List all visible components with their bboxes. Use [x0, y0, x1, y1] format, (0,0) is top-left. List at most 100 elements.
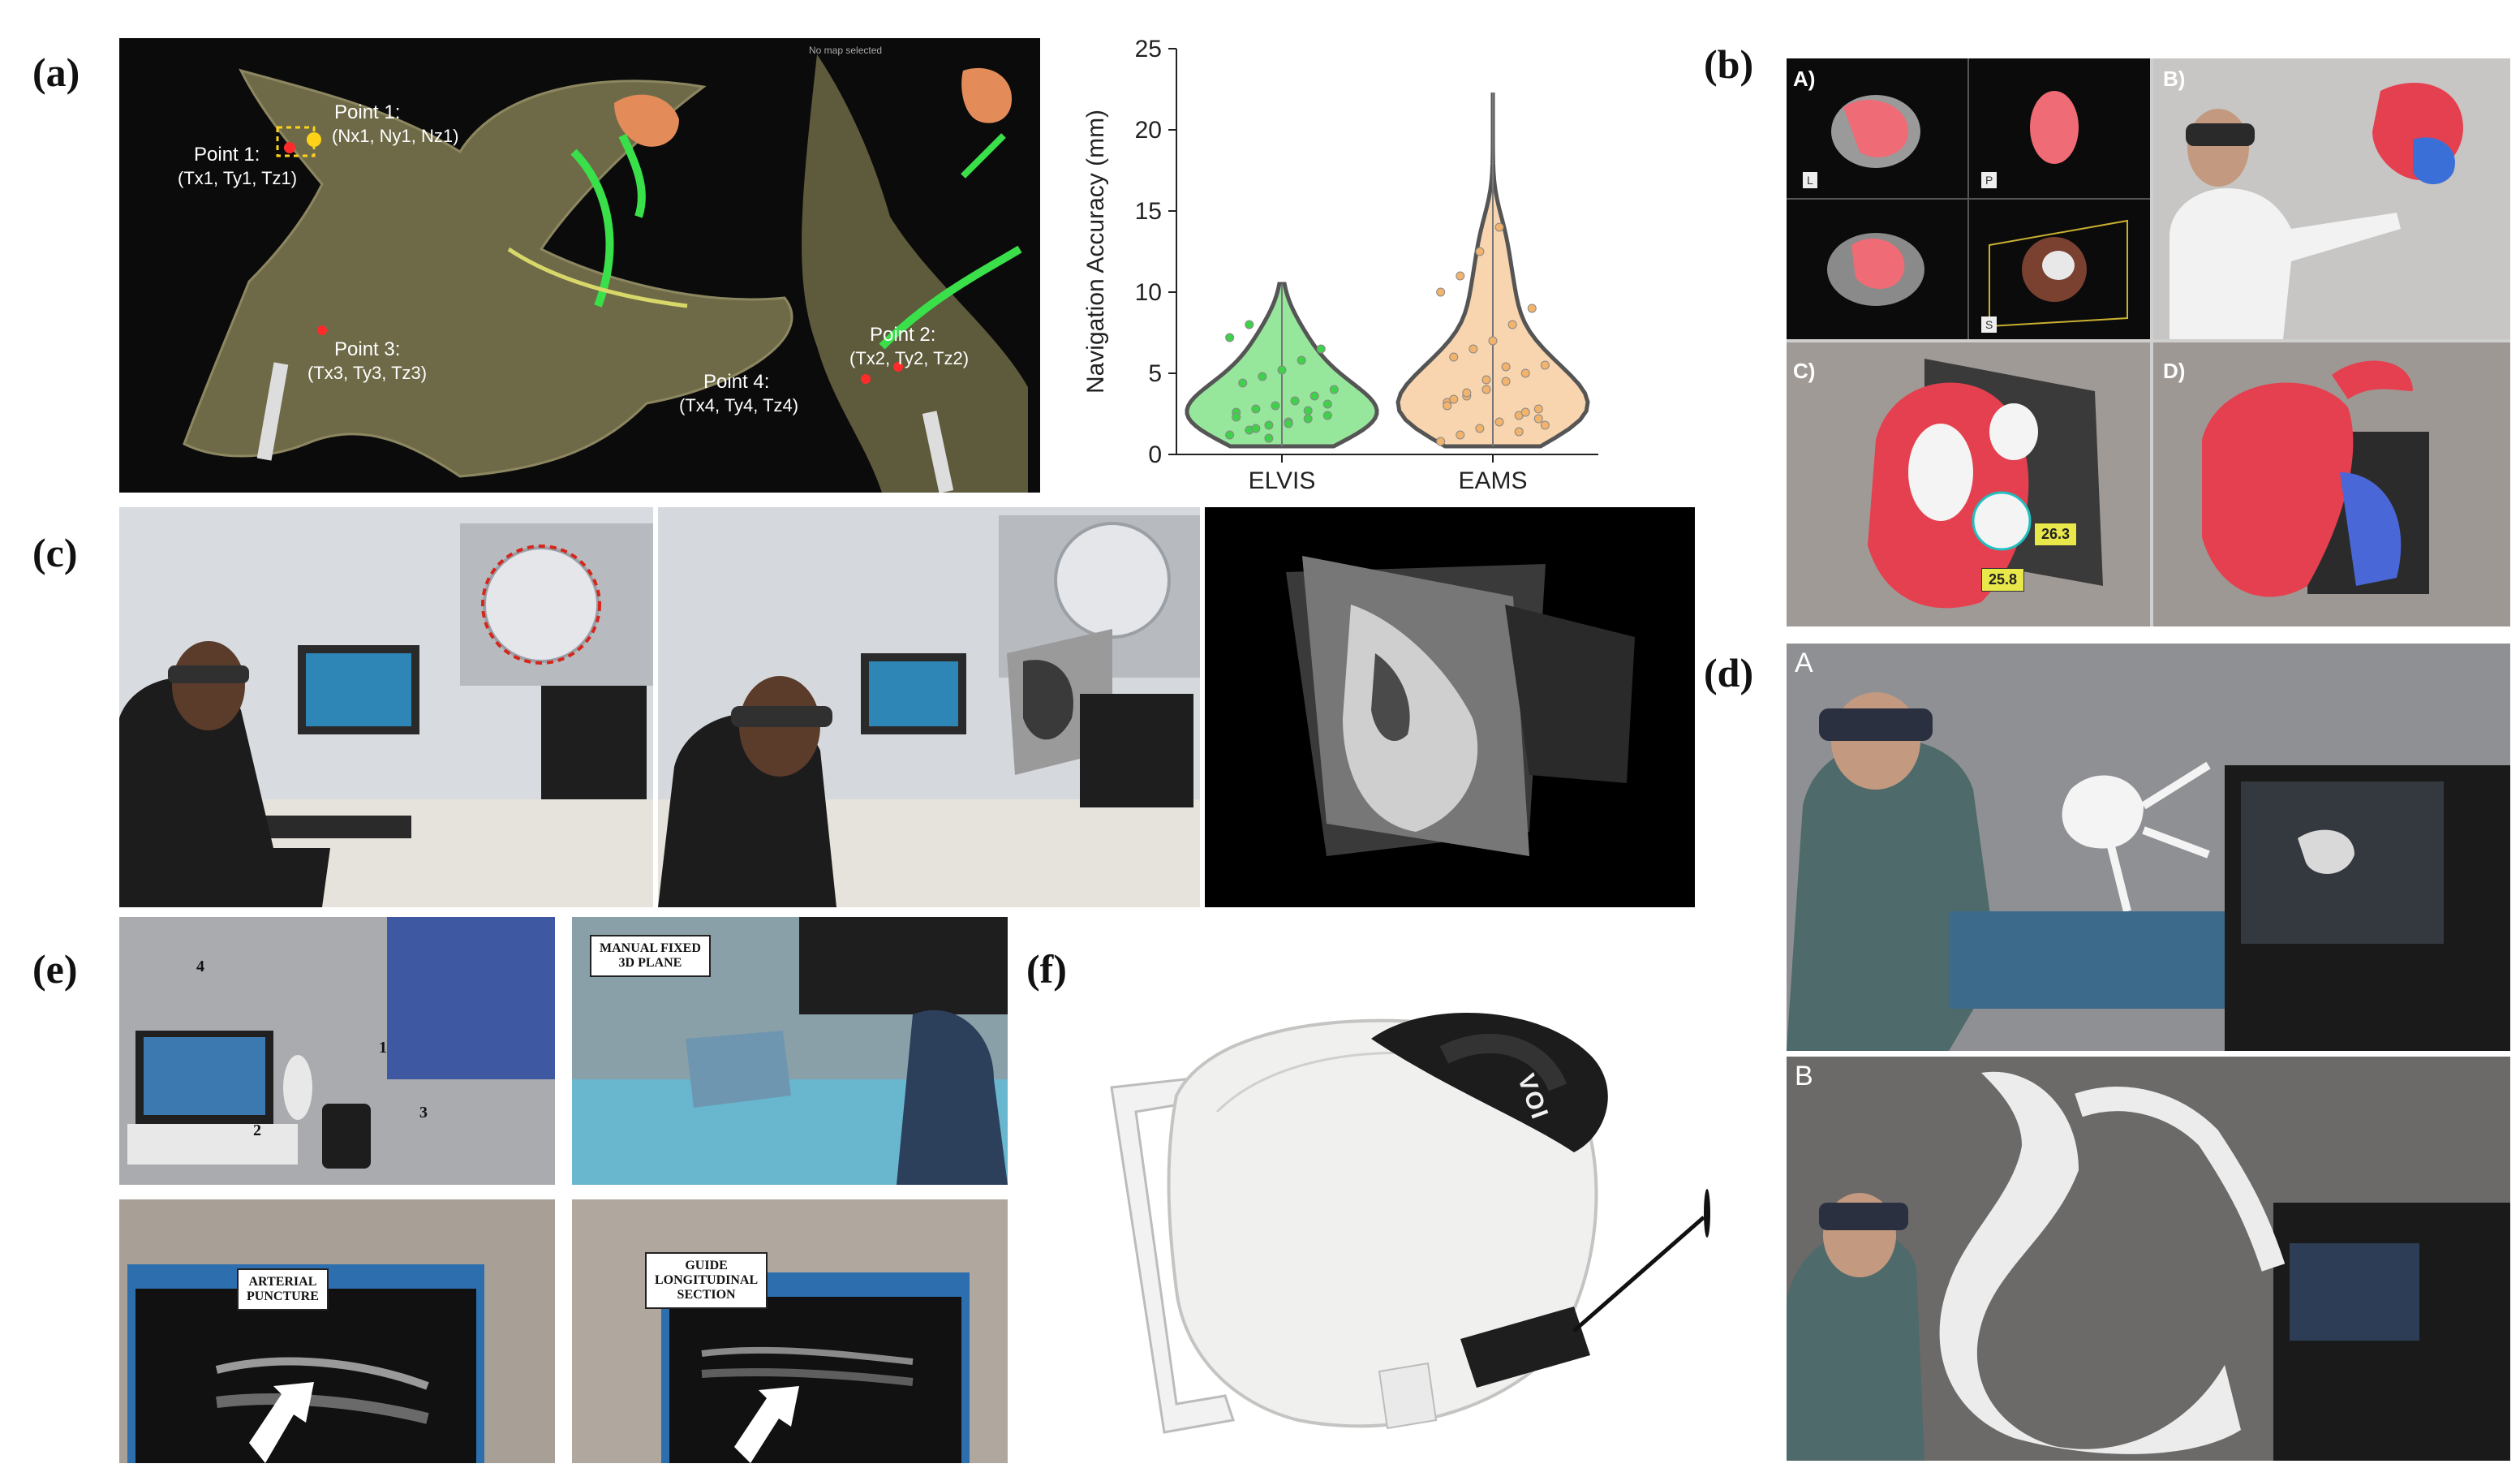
data-point: [1303, 414, 1313, 424]
data-point: [1514, 427, 1524, 437]
y-axis-label: Navigation Accuracy (mm): [1082, 110, 1109, 394]
data-point: [1533, 404, 1543, 414]
data-point: [1284, 419, 1293, 428]
point4-coords: (Tx4, Ty4, Tz4): [679, 395, 799, 415]
heart-model-device: [2202, 360, 2429, 597]
panel-d-B: B: [1787, 1057, 2510, 1461]
label-f: (f): [1026, 946, 1067, 992]
e-num-3: 3: [419, 1104, 428, 1122]
panel-e-guide: GUIDE LONGITUDINAL SECTION: [572, 1199, 1008, 1463]
e-num-4: 4: [196, 958, 204, 975]
data-point: [1462, 388, 1472, 398]
panel-d-A: A: [1787, 644, 2510, 1051]
data-point: [1322, 411, 1332, 420]
data-point: [1469, 344, 1478, 354]
data-point: [1322, 399, 1332, 409]
map-select-dropdown[interactable]: No map selected: [809, 45, 883, 56]
data-point: [1264, 433, 1274, 443]
data-point: [1494, 222, 1504, 232]
view-cube-P: P: [1981, 172, 1998, 188]
y-tick-label: 0: [1148, 441, 1162, 468]
label-a: (a): [32, 50, 80, 95]
data-point: [1436, 437, 1446, 446]
e-num-1: 1: [379, 1039, 387, 1057]
b-label-A: A): [1793, 67, 1816, 91]
data-point: [1456, 430, 1465, 440]
panel-f-headset: VOI: [1087, 998, 1769, 1461]
headset-render: [1110, 1012, 1710, 1434]
point2-coords: (Tx2, Ty2, Tz2): [849, 348, 970, 368]
data-point: [1225, 333, 1235, 342]
cath-lab-hologram-B: [1787, 1057, 2510, 1461]
data-point: [1494, 417, 1504, 427]
data-point: [1540, 360, 1550, 370]
ultrasound-guide: [572, 1199, 1008, 1463]
data-point: [1232, 412, 1241, 422]
y-tick-label: 10: [1135, 279, 1162, 306]
point3-coords: (Tx3, Ty3, Tz3): [307, 363, 428, 383]
b-quad-b: B): [2153, 58, 2510, 339]
panel-e-arterial: ARTERIAL PUNCTURE: [119, 1199, 555, 1463]
view-cube-S: S: [1981, 316, 1998, 333]
mri-control-room-2: [658, 507, 1200, 907]
data-point: [1520, 407, 1530, 417]
view-cube-L: L: [1803, 172, 1817, 188]
callout-arterial: ARTERIAL PUNCTURE: [237, 1268, 329, 1311]
data-point: [1245, 320, 1254, 329]
point1-left-coords: (Tx1, Ty1, Tz1): [178, 168, 298, 188]
data-point: [1456, 271, 1465, 281]
data-point: [1309, 391, 1319, 401]
data-point: [1527, 304, 1537, 313]
data-point: [1449, 394, 1459, 404]
heart-model-measure: [1868, 359, 2103, 609]
label-e: (e): [32, 946, 78, 992]
data-point: [1449, 352, 1459, 362]
ct-slices: [1787, 58, 2150, 339]
data-point: [1297, 355, 1306, 365]
data-point: [1251, 424, 1261, 433]
data-point: [1475, 247, 1485, 256]
data-point: [1501, 377, 1511, 386]
measure-25: 25.8: [1981, 568, 2025, 592]
y-tick-label: 15: [1135, 198, 1162, 225]
point1-right-coords: (Nx1, Ny1, Nz1): [332, 126, 459, 146]
data-point: [1533, 414, 1543, 424]
callout-guide: GUIDE LONGITUDINAL SECTION: [645, 1252, 768, 1309]
callout-manual-plane: MANUAL FIXED 3D PLANE: [590, 935, 711, 977]
data-point: [1501, 362, 1511, 372]
left-atrium-render: [183, 54, 1028, 493]
hololens-user: [2170, 83, 2463, 339]
panel-c-mri-planes: [1205, 507, 1695, 907]
label-d: (d): [1704, 650, 1754, 695]
y-tick-label: 20: [1135, 117, 1162, 144]
panel-c-photo-2: [658, 507, 1200, 907]
point3-label: Point 3:: [334, 338, 401, 360]
data-point: [1540, 420, 1550, 430]
data-point: [1225, 430, 1235, 440]
point2-label: Point 2:: [870, 324, 936, 346]
point1-right-label: Point 1:: [334, 101, 401, 123]
panel-c-photo-1: [119, 507, 653, 907]
data-point: [1264, 420, 1274, 430]
point1-left-label: Point 1:: [194, 144, 260, 166]
x-tick-label: EAMS: [1458, 467, 1527, 494]
data-point: [1481, 385, 1491, 394]
data-point: [1271, 401, 1280, 411]
label-b: (b): [1704, 41, 1754, 87]
panel-a-left-view: Point 1: (Tx1, Ty1, Tz1) Point 1: (Nx1, …: [119, 38, 1040, 493]
point4-label: Point 4:: [703, 371, 770, 393]
or-setup-photo: [119, 917, 555, 1185]
cath-lab-hologram-A: [1787, 644, 2510, 1051]
b-quad-d: D): [2153, 342, 2510, 626]
y-tick-label: 25: [1135, 36, 1162, 62]
data-point: [1436, 287, 1446, 297]
mri-control-room-1: [119, 507, 653, 907]
mri-slices-render: [1286, 556, 1635, 856]
data-point: [1481, 375, 1491, 385]
data-point: [1238, 378, 1248, 388]
b-label-C: C): [1793, 359, 1816, 383]
d-label-A: A: [1795, 648, 1813, 678]
data-point: [1277, 365, 1287, 375]
